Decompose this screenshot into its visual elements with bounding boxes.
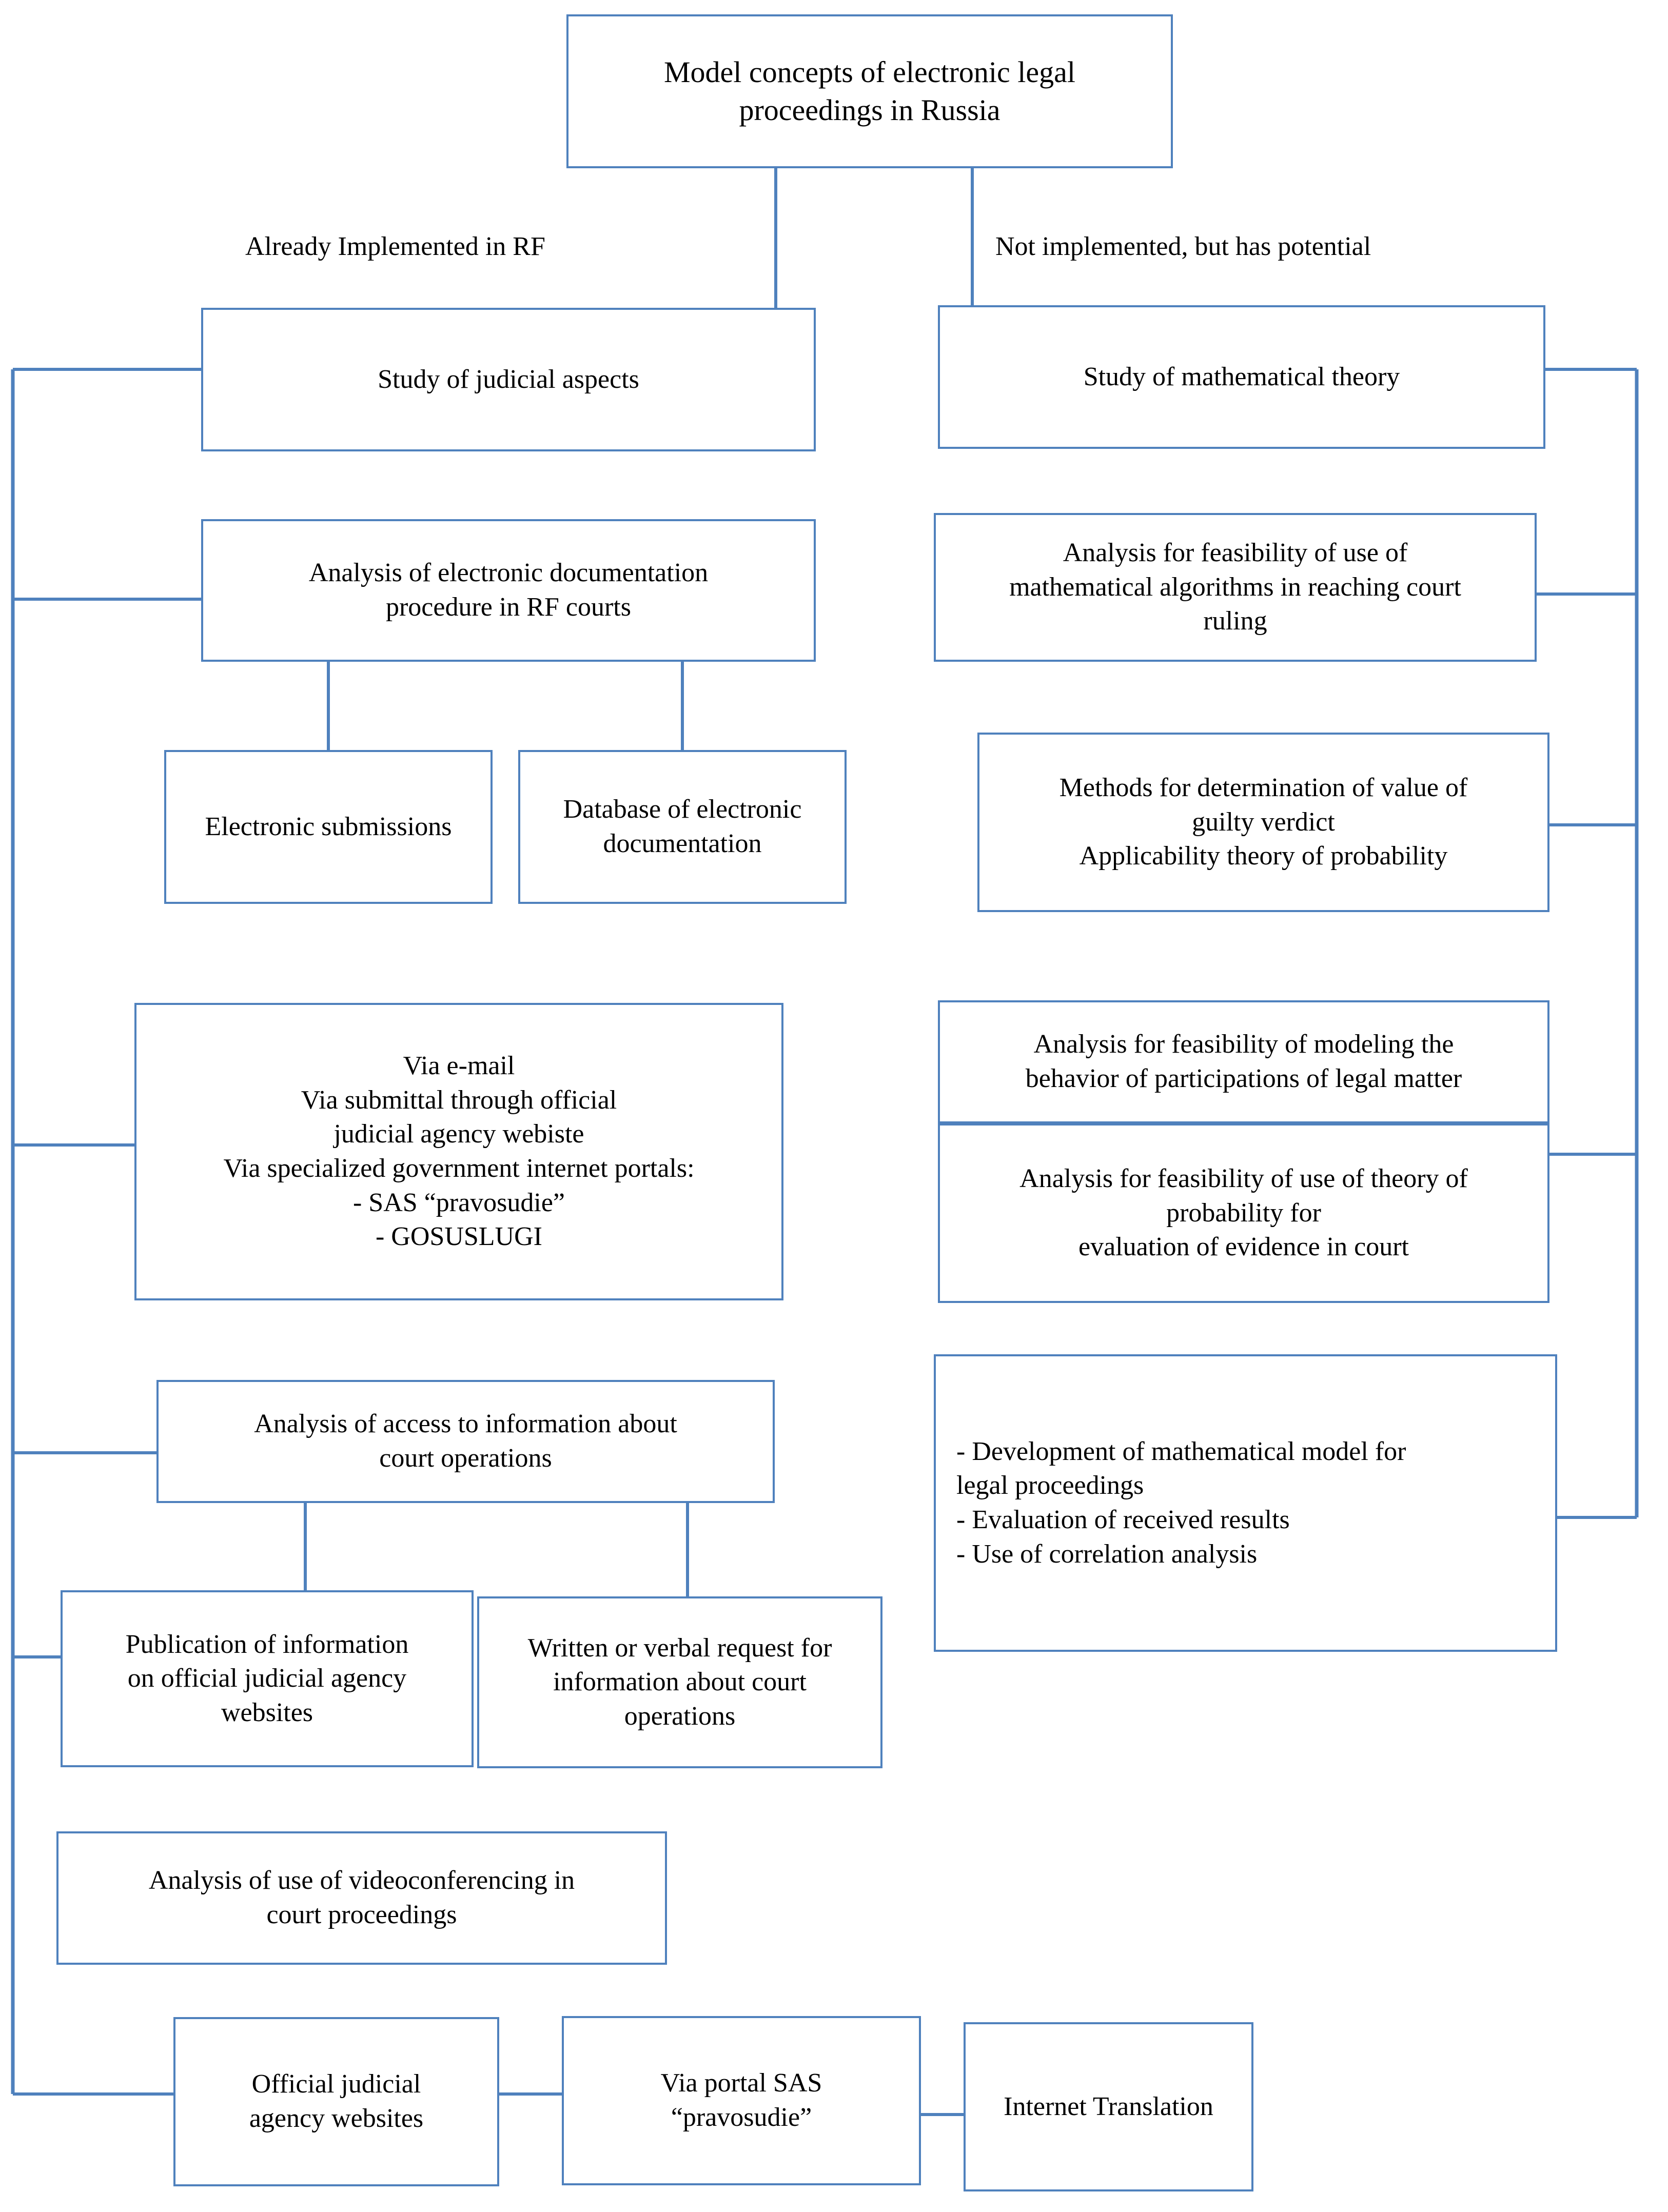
node-submission-channels[interactable]: Via e-mail Via submittal through officia… [134, 1003, 783, 1300]
node-publication-of-information[interactable]: Publication of information on official j… [61, 1590, 474, 1767]
node-analysis-electronic-documentation[interactable]: Analysis of electronic documentation pro… [201, 519, 816, 662]
node-methods-guilty-verdict[interactable]: Methods for determination of value of gu… [977, 733, 1549, 912]
node-study-judicial-aspects[interactable]: Study of judicial aspects [201, 308, 816, 451]
node-analysis-access-information[interactable]: Analysis of access to information about … [156, 1380, 775, 1503]
node-development-math-model[interactable]: - Development of mathematical model for … [934, 1354, 1557, 1652]
node-via-portal-sas[interactable]: Via portal SAS “pravosudie” [562, 2016, 921, 2185]
node-analysis-math-algorithms[interactable]: Analysis for feasibility of use of mathe… [934, 513, 1537, 662]
node-title[interactable]: Model concepts of electronic legal proce… [566, 14, 1173, 168]
branch-label-right: Not implemented, but has potential [995, 232, 1371, 261]
node-database-electronic-documentation[interactable]: Database of electronic documentation [518, 750, 847, 904]
node-internet-translation[interactable]: Internet Translation [964, 2022, 1253, 2191]
node-analysis-modeling-behavior[interactable]: Analysis for feasibility of modeling the… [938, 1000, 1549, 1123]
node-analysis-videoconferencing[interactable]: Analysis of use of videoconferencing in … [56, 1831, 667, 1965]
branch-label-left: Already Implemented in RF [245, 232, 545, 261]
node-official-judicial-agency-websites[interactable]: Official judicial agency websites [173, 2017, 499, 2186]
node-electronic-submissions[interactable]: Electronic submissions [164, 750, 493, 904]
node-analysis-theory-probability[interactable]: Analysis for feasibility of use of theor… [938, 1123, 1549, 1303]
node-written-verbal-request[interactable]: Written or verbal request for informatio… [477, 1596, 882, 1768]
node-study-mathematical-theory[interactable]: Study of mathematical theory [938, 305, 1545, 449]
